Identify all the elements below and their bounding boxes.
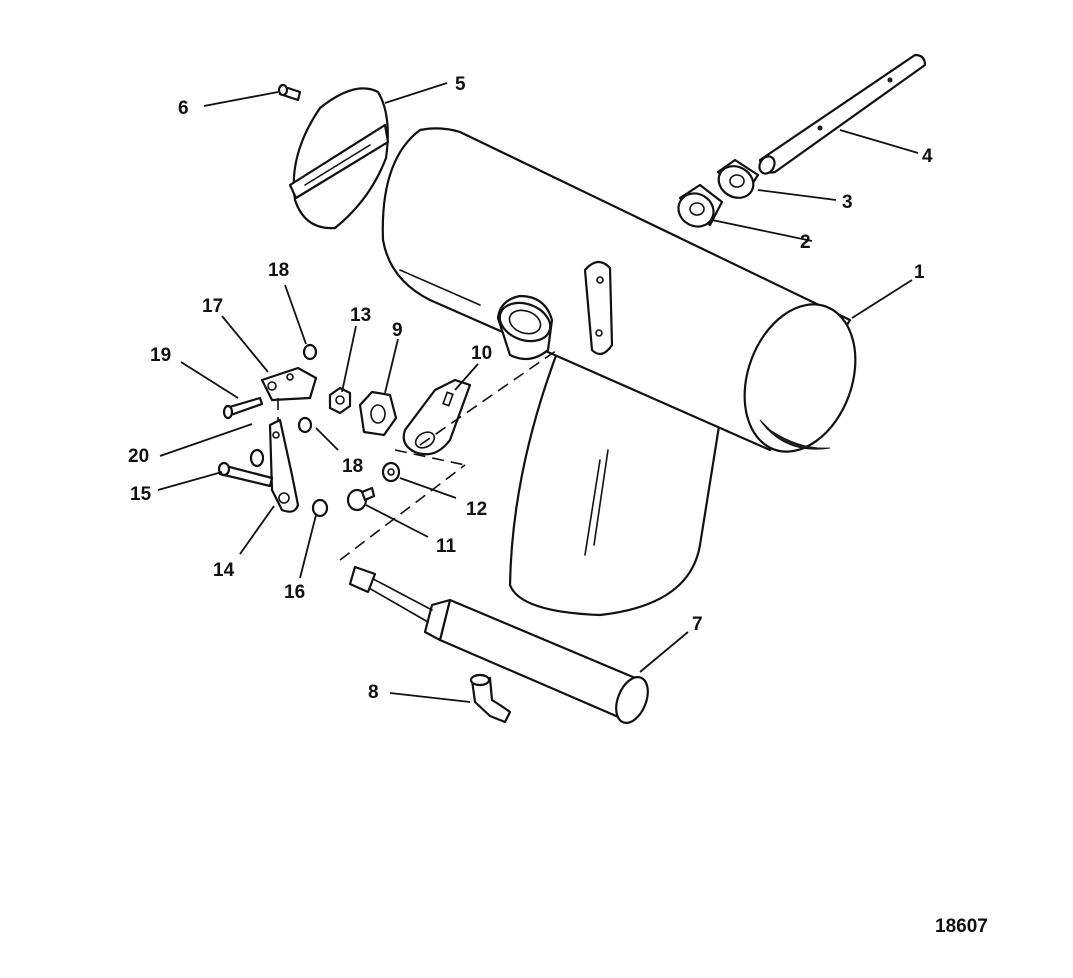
- callout-18b: 18: [342, 456, 363, 477]
- callout-8: 8: [368, 682, 379, 703]
- callout-16: 16: [284, 582, 305, 603]
- callout-2: 2: [800, 232, 811, 253]
- callout-9: 9: [392, 320, 403, 341]
- nut-16: [311, 498, 329, 518]
- muffler-body: [381, 127, 857, 617]
- callout-17: 17: [202, 296, 223, 317]
- callout-19: 19: [150, 345, 171, 366]
- washer-18a: [302, 343, 318, 361]
- leader-lines: [157, 82, 919, 703]
- clevis-17: [260, 366, 318, 402]
- callout-12: 12: [466, 499, 487, 520]
- bracket-10: [402, 378, 472, 456]
- callout-7: 7: [692, 614, 703, 635]
- callout-15: 15: [130, 484, 152, 505]
- callout-1: 1: [914, 262, 925, 283]
- bushing-3: [716, 158, 760, 199]
- screw-6: [277, 83, 302, 102]
- callout-labels: 1 2 3 4 5 6 7 8 9 10 11 12 13 14 15 16 1…: [128, 74, 933, 703]
- callout-3: 3: [842, 192, 853, 213]
- lever-washer: [249, 448, 265, 468]
- cylinder: [348, 565, 649, 724]
- callout-4: 4: [922, 146, 933, 167]
- pin-19: [222, 396, 264, 420]
- muffler-boss: [496, 294, 554, 361]
- callout-14: 14: [213, 560, 235, 581]
- callout-18a: 18: [268, 260, 289, 281]
- lever-14: [268, 418, 300, 513]
- knob-11: [346, 486, 376, 512]
- callout-10: 10: [471, 343, 492, 364]
- shaft: [758, 53, 927, 175]
- washer-12: [381, 461, 401, 483]
- elbow-fitting: [469, 673, 512, 724]
- bushing-2: [677, 183, 724, 228]
- figure-id: 18607: [935, 916, 988, 937]
- assembly-lines: [277, 347, 561, 561]
- mounting-tab: [583, 260, 614, 356]
- nut-9: [358, 390, 398, 437]
- callout-5: 5: [455, 74, 466, 95]
- callout-6: 6: [178, 98, 189, 119]
- flapper-plate: [288, 87, 390, 230]
- bolt-15: [217, 461, 274, 488]
- washer-18b: [297, 416, 313, 434]
- callout-20: 20: [128, 446, 149, 467]
- callout-11: 11: [436, 536, 457, 557]
- callout-13: 13: [350, 305, 371, 326]
- nut-13: [328, 386, 352, 415]
